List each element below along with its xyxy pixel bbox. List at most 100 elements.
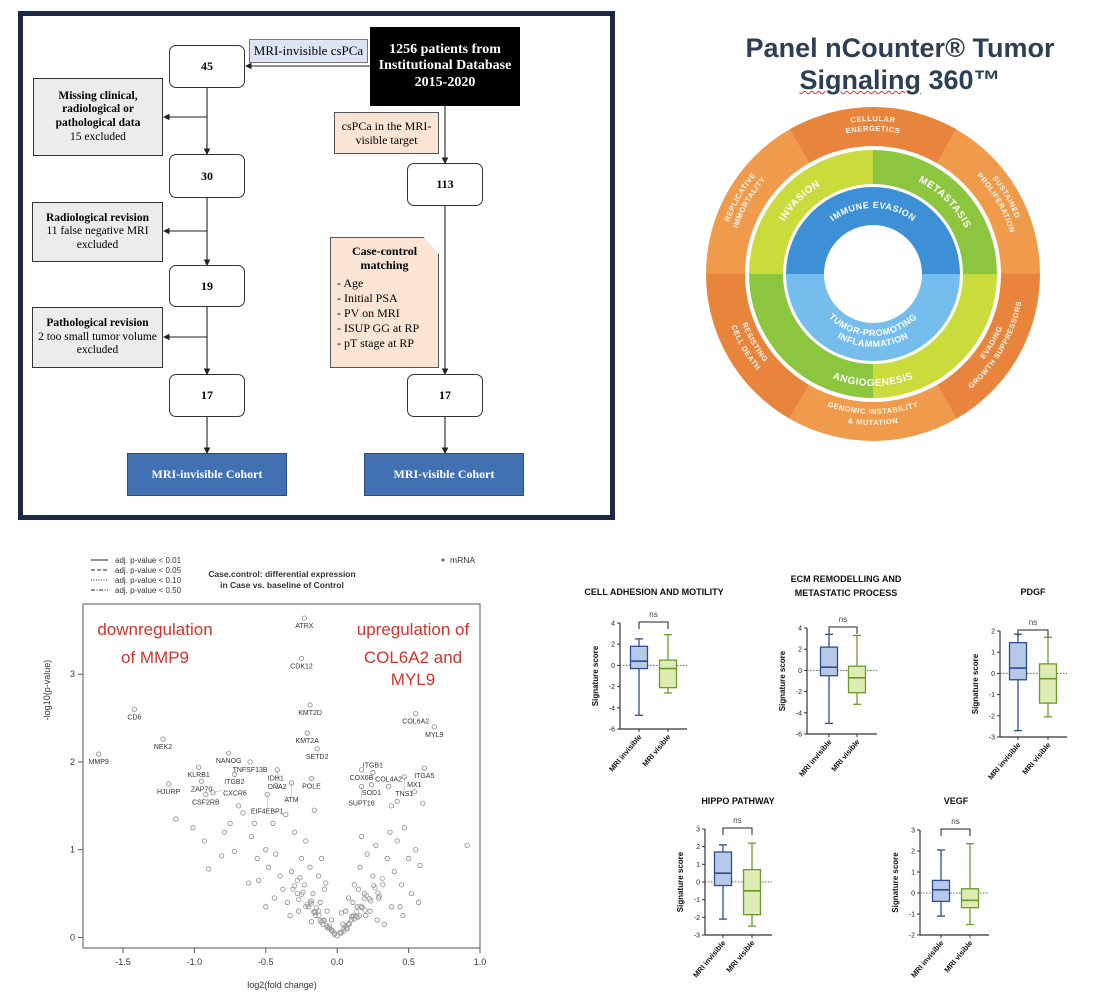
data-point <box>290 886 296 892</box>
data-point <box>280 886 286 892</box>
green-segment <box>749 150 873 274</box>
data-point <box>334 933 340 939</box>
data-point <box>387 829 393 835</box>
gene-label: KMT2D <box>298 710 322 717</box>
gene-leader-line <box>212 789 223 793</box>
hallmark-segment <box>937 129 1040 274</box>
hallmark-label: & MUTATION <box>847 416 898 427</box>
box <box>742 868 762 916</box>
hallmark-segment <box>789 384 957 441</box>
gene-point <box>411 789 417 795</box>
y-axis-label: Signature score <box>971 653 980 714</box>
y-tick-label: -6 <box>796 732 802 739</box>
panel-title-line1: Panel nCounter® Tumor <box>745 33 1055 63</box>
gene-point <box>307 702 313 708</box>
data-point <box>351 882 357 888</box>
matching-item: - Initial PSA <box>337 291 398 306</box>
y-tick-label: 0 <box>696 880 700 887</box>
gene-point <box>203 791 209 798</box>
y-tick-label: 2 <box>798 647 802 654</box>
x-tick-label: MRI invisible <box>607 733 643 774</box>
panel-title: Panel nCounter® Tumor Signaling 360™ <box>700 32 1100 96</box>
box-plot-title: CELL ADHESION AND MOTILITY <box>584 587 723 597</box>
significance-bracket <box>828 626 858 634</box>
data-point <box>240 810 246 816</box>
y-tick-label: -2 <box>609 684 615 691</box>
data-point <box>376 893 382 899</box>
x-tick-label: -1.0 <box>187 957 203 967</box>
data-point <box>354 909 360 915</box>
data-point <box>415 899 422 905</box>
data-point <box>316 912 322 919</box>
data-point <box>338 910 345 916</box>
significance-bracket <box>638 621 669 629</box>
gene-label: ITGB2 <box>224 779 244 786</box>
box-plot-title: VEGF <box>944 796 969 806</box>
gene-point <box>273 783 279 789</box>
gene-point <box>196 764 202 770</box>
y-tick-label: -1 <box>989 692 995 699</box>
plot-frame <box>82 603 481 949</box>
data-point <box>346 895 352 901</box>
ring-divider <box>783 184 963 364</box>
x-tick-label: 1.0 <box>474 957 487 967</box>
data-point <box>324 923 330 929</box>
data-point <box>368 898 374 904</box>
data-point <box>307 864 313 870</box>
gene-point <box>298 655 305 662</box>
significance-bracket <box>722 827 753 835</box>
matching-item: - Age <box>337 276 364 291</box>
box <box>1038 663 1058 704</box>
data-point <box>303 903 309 910</box>
y-tick-label: 2 <box>911 849 915 856</box>
data-point <box>206 866 212 872</box>
box <box>713 851 733 887</box>
gene-label: COL6A2 <box>402 719 429 726</box>
data-point <box>296 908 302 914</box>
data-point <box>397 904 403 910</box>
gene-point <box>274 767 280 773</box>
significance-label: ns <box>1029 618 1037 627</box>
y-tick-label: -1 <box>694 897 700 904</box>
count-box: 17 <box>407 374 483 417</box>
x-tick-label: MRI visible <box>1020 741 1052 777</box>
data-point <box>297 875 303 881</box>
box-plot-title: HIPPO PATHWAY <box>701 796 774 806</box>
significance-label: ns <box>733 816 741 825</box>
significance-label: ns <box>649 610 657 619</box>
hallmark-label-text: & MUTATION <box>847 416 898 427</box>
gene-point <box>96 751 102 757</box>
data-point <box>294 890 300 897</box>
data-point <box>317 899 323 905</box>
y-tick-label: 2 <box>991 629 995 636</box>
data-point <box>308 898 315 904</box>
y-tick-label: -2 <box>989 713 995 720</box>
significance-label: ns <box>951 817 959 826</box>
data-point <box>190 825 196 831</box>
data-point <box>248 833 255 840</box>
y-tick-label: -4 <box>796 710 802 717</box>
flowchart-arrows <box>162 62 449 455</box>
data-point <box>307 899 313 905</box>
x-tick-label: MRI invisible <box>909 939 945 980</box>
data-point <box>227 820 233 826</box>
y-axis-label: -log10(p-value) <box>42 660 52 721</box>
data-point <box>270 820 276 826</box>
data-point <box>236 803 242 809</box>
data-point <box>311 909 317 915</box>
y-tick-label: 1 <box>70 845 75 855</box>
legend-label: adj. p-value < 0.10 <box>115 576 182 585</box>
data-point <box>303 838 309 844</box>
gene-label: CXCR6 <box>223 791 247 798</box>
gene-point <box>198 778 205 784</box>
y-tick-label: 2 <box>611 642 615 649</box>
annotation-downregulation: of MMP9 <box>121 648 189 667</box>
gene-label: KLRB1 <box>188 772 210 779</box>
gene-label: MMP9 <box>89 759 109 766</box>
gene-label: CDK12 <box>290 663 313 670</box>
green-segment <box>749 274 873 398</box>
y-axis-label: Signature score <box>778 650 787 711</box>
legend-marker <box>441 558 445 562</box>
gene-label: COL4A2 <box>375 777 402 784</box>
